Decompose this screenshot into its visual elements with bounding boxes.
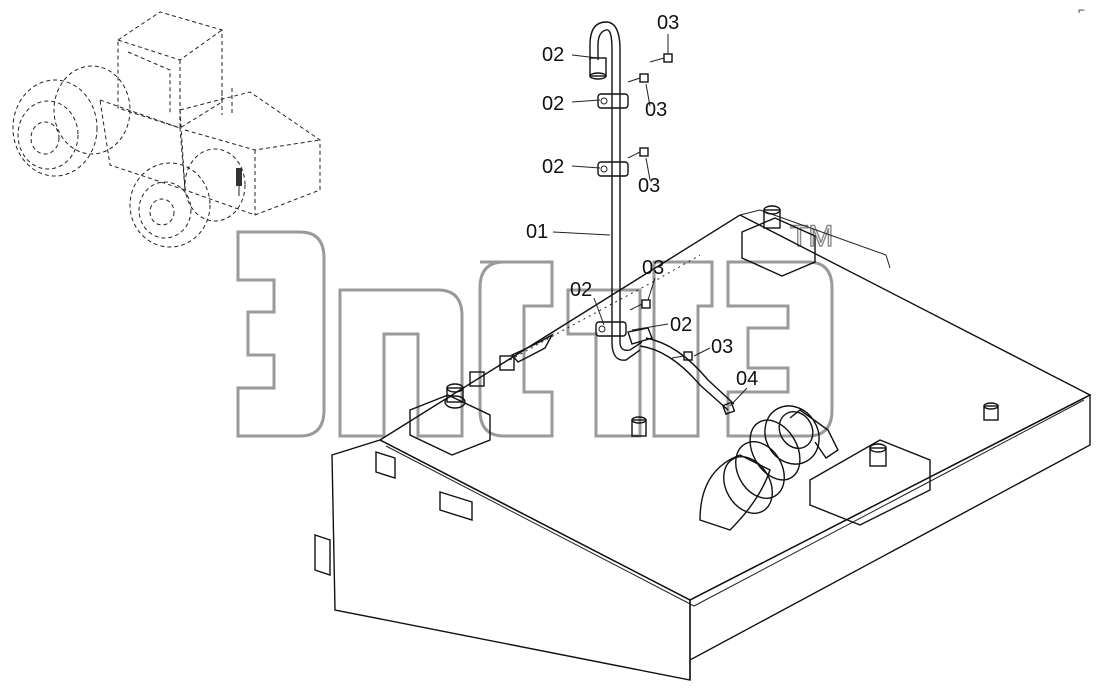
pipe-assembly (589, 21, 736, 415)
bolt-4 (629, 299, 651, 311)
callout-04: 04 (736, 368, 758, 390)
callout-03-lower: 03 (642, 257, 664, 279)
callout-02-top: 02 (542, 44, 564, 66)
callout-03-bottom: 03 (711, 336, 733, 358)
callout-01-pipe: 01 (526, 221, 548, 243)
fitting-04 (721, 401, 736, 415)
filler-neck (699, 405, 839, 531)
callout-02-lower: 02 (570, 279, 592, 301)
callout-03-middle: 03 (638, 175, 660, 197)
callout-02-upper: 02 (542, 93, 564, 115)
mount-pad-right (809, 439, 931, 526)
callout-02-middle: 02 (542, 156, 564, 178)
bolt-2 (627, 73, 649, 83)
watermark-logo: TM (236, 219, 834, 438)
fuel-tank (314, 205, 1092, 681)
bolt-5 (671, 351, 693, 361)
leader-lines (552, 34, 748, 407)
bolt-top (649, 53, 673, 63)
mount-pad-left (409, 383, 491, 456)
clamp-middle (597, 161, 629, 177)
clamp-lower (595, 321, 627, 337)
callout-03-upper: 03 (645, 99, 667, 121)
bolt-3 (627, 147, 649, 159)
callout-03-top: 03 (657, 12, 679, 34)
trademark-mark: TM (790, 220, 833, 253)
tractor-thumbnail (12, 11, 321, 248)
clamp-upper (597, 93, 629, 109)
corner-mark: ⌐ (1078, 3, 1085, 17)
callouts: 03 02 02 03 02 03 01 03 02 02 03 04 (526, 12, 758, 390)
callout-02-bottom: 02 (670, 314, 692, 336)
mount-pad-rear (741, 205, 816, 277)
